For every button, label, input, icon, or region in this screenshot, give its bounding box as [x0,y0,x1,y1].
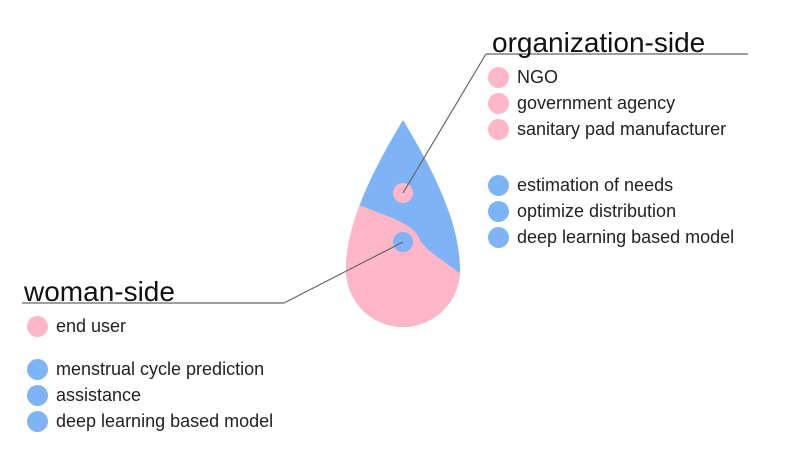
pink-dot-icon [488,66,509,88]
list-item-label: government agency [517,92,676,113]
blue-dot-icon [27,384,48,406]
woman-function-list: menstrual cycle prediction assistance deep… [27,356,273,434]
list-item: sanitary pad manufacturer [488,116,726,142]
organization-stakeholder-list: NGO government agency sanitary pad manufac… [488,64,726,142]
organization-connector [402,53,487,194]
woman-stakeholder-list: end user [27,313,126,339]
organization-function-list: estimation of needs optimize distribution… [488,172,734,250]
organization-side-title: organization-side [492,27,706,58]
list-item: deep learning based model [27,408,273,434]
list-item-label: NGO [517,66,559,87]
pink-dot-icon [27,315,48,337]
blue-dot-icon [488,174,509,196]
list-item-label: estimation of needs [517,174,674,195]
blue-dot-icon [27,358,48,380]
droplet-pink-half [346,195,460,327]
woman-connector [283,241,404,304]
pink-dot-icon [488,118,509,140]
list-item: assistance [27,382,273,408]
droplet [346,120,460,327]
list-item: end user [27,313,126,339]
list-item: estimation of needs [488,172,734,198]
blue-dot-icon [488,200,509,222]
blue-dot-icon [27,410,48,432]
list-item: deep learning based model [488,224,734,250]
list-item-label: deep learning based model [517,226,735,247]
list-item-label: optimize distribution [517,200,677,221]
list-item: government agency [488,90,726,116]
pink-dot-icon [488,92,509,114]
list-item-label: end user [56,315,127,336]
woman-side-title: woman-side [24,276,175,307]
list-item-label: menstrual cycle prediction [56,358,265,379]
list-item-label: assistance [56,384,142,405]
list-item: optimize distribution [488,198,734,224]
list-item: menstrual cycle prediction [27,356,273,382]
list-item-label: deep learning based model [56,410,274,431]
blue-dot-icon [488,226,509,248]
list-item-label: sanitary pad manufacturer [517,118,727,139]
list-item: NGO [488,64,726,90]
